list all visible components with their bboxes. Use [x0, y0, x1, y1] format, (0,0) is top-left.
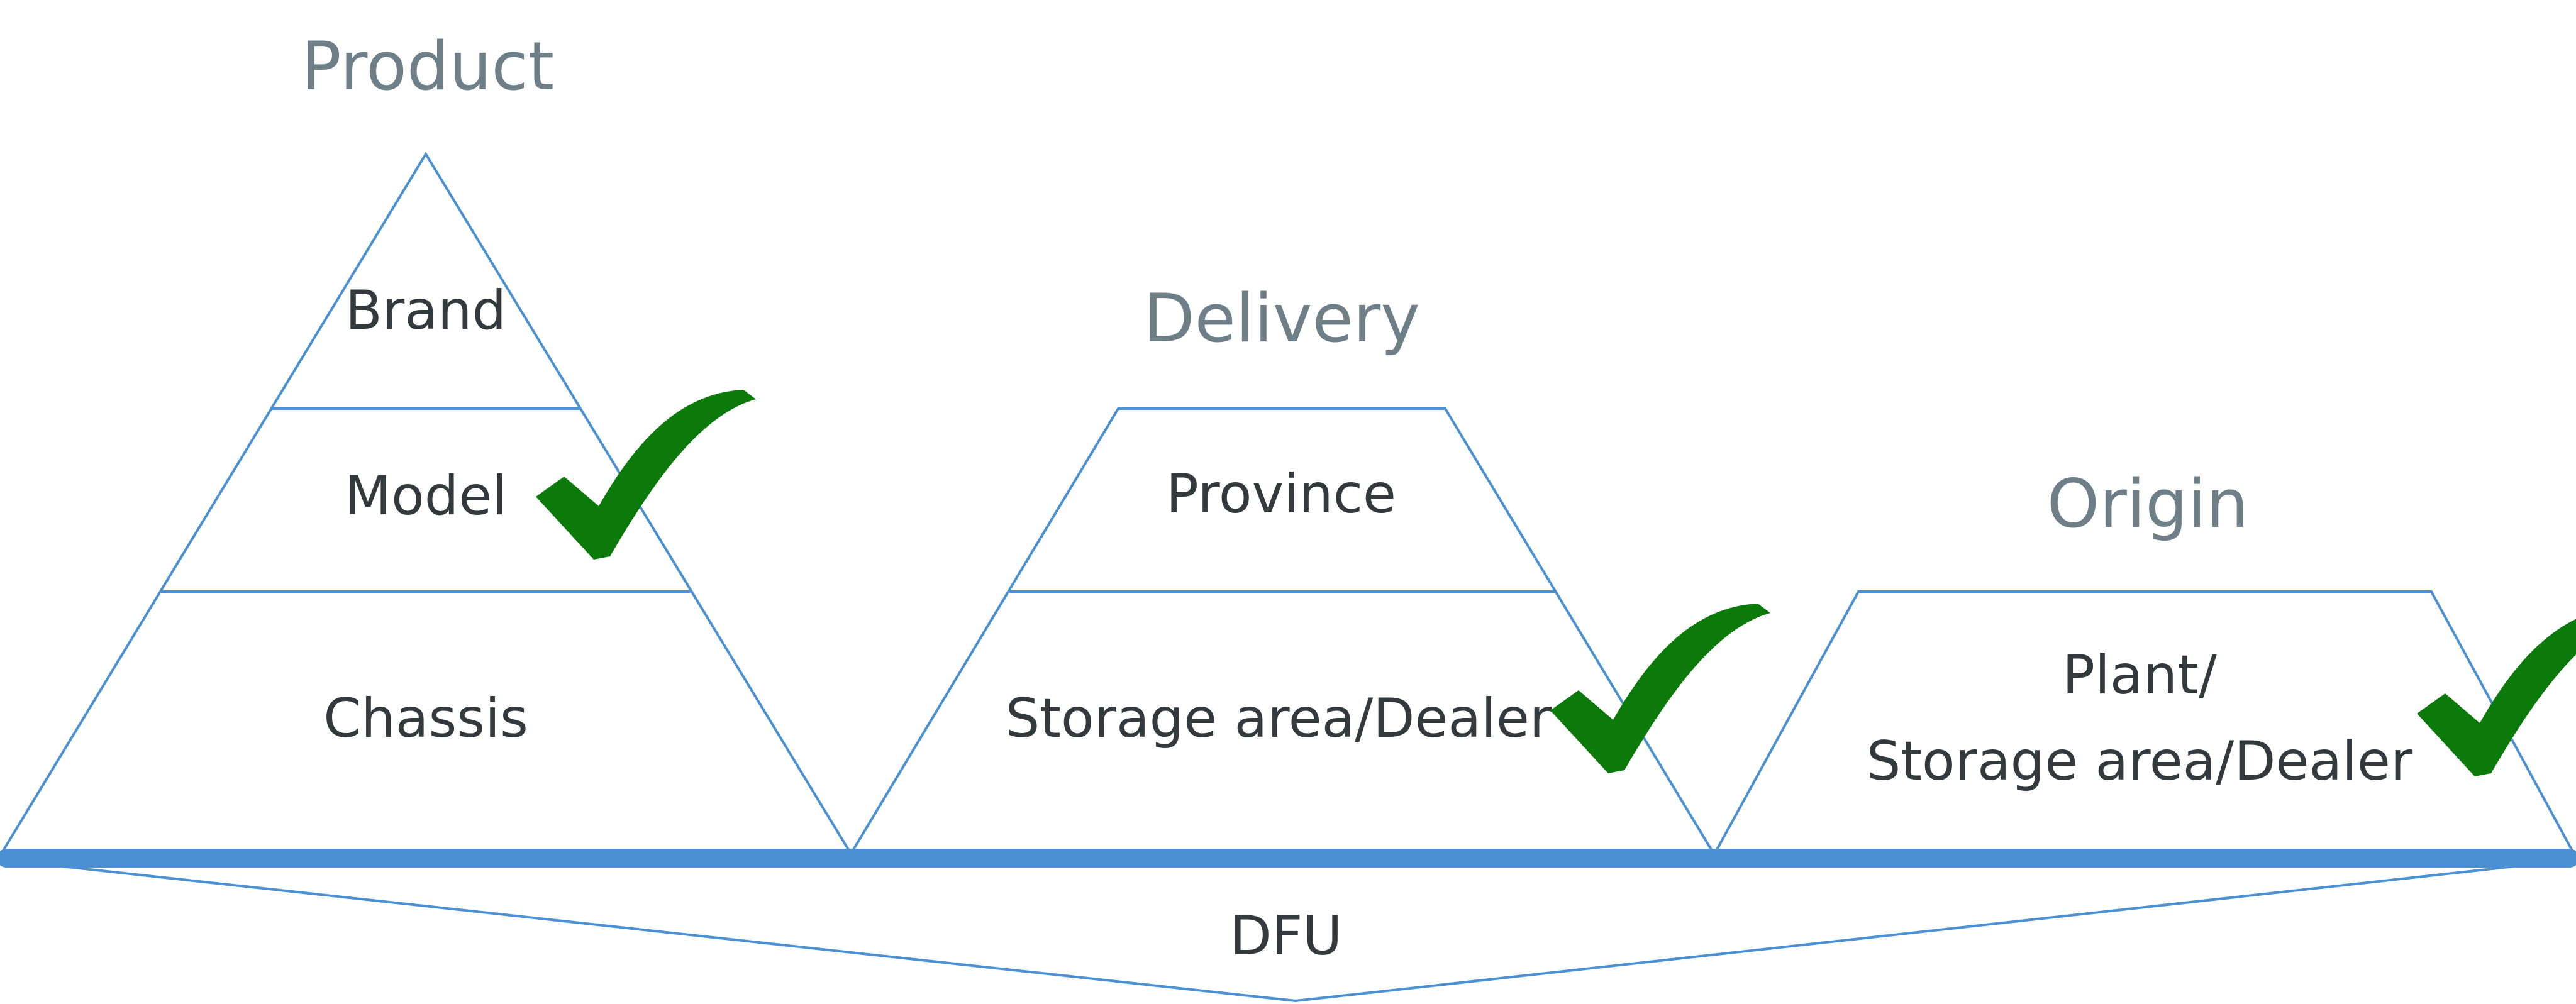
delivery-title: Delivery: [1143, 280, 1420, 357]
product-title: Product: [301, 28, 554, 105]
product-level-brand: Brand: [345, 279, 506, 342]
product-level-model: Model: [345, 465, 507, 527]
origin-title: Origin: [2047, 465, 2248, 543]
origin-pyramid: Origin Plant/ Storage area/Dealer: [1714, 465, 2576, 852]
delivery-level-storage-dealer: Storage area/Dealer: [1006, 687, 1552, 750]
dfu-label: DFU: [1230, 905, 1343, 968]
origin-level-plant: Plant/: [2062, 644, 2217, 707]
product-level-chassis: Chassis: [323, 687, 528, 750]
origin-level-storage-dealer: Storage area/Dealer: [1867, 730, 2413, 793]
delivery-pyramid: Delivery Province Storage area/Dealer: [850, 280, 1770, 852]
delivery-level-province: Province: [1166, 463, 1396, 526]
product-pyramid: Product Brand Model Chassis: [1, 28, 852, 852]
dfu-base: DFU: [0, 849, 2576, 1003]
